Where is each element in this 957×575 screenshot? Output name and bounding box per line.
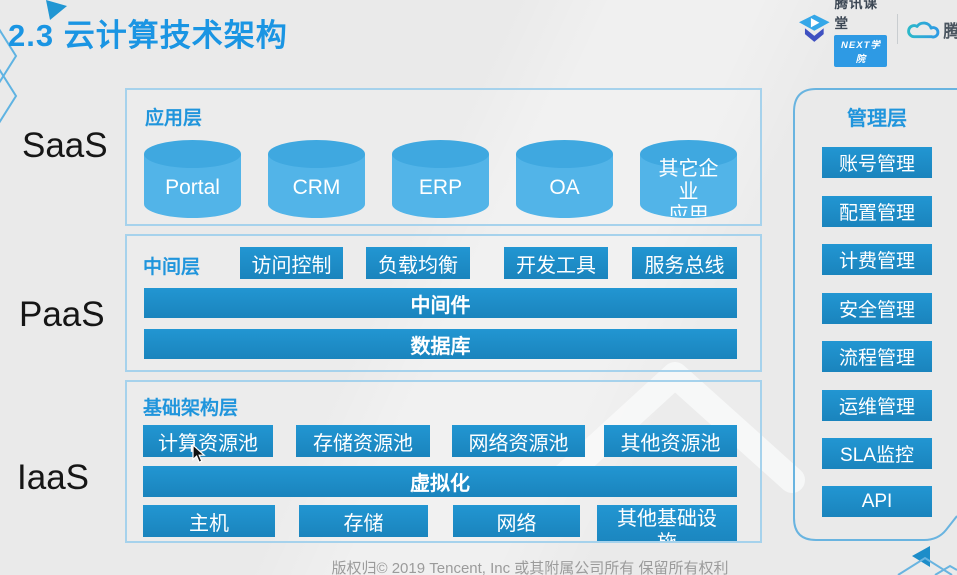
cylinder-erp: ERP (392, 140, 489, 218)
node-network: 网络 (453, 505, 580, 537)
cylinder-top (516, 140, 613, 168)
node-dev-tools: 开发工具 (504, 247, 608, 279)
node-service-bus: 服务总线 (632, 247, 737, 279)
partial-logo-text: 腾 (943, 21, 957, 41)
cylinder-top (640, 140, 737, 168)
cylinder-label: ERP (418, 175, 463, 199)
stack-label-paas: PaaS (19, 295, 105, 334)
infrastructure-layer-title: 基础架构层 (143, 398, 239, 419)
page-title: 2.3 云计算技术架构 (8, 18, 288, 53)
node-load-balancing: 负载均衡 (366, 247, 470, 279)
mgmt-configuration: 配置管理 (822, 196, 932, 227)
cylinder-crm: CRM (268, 140, 365, 218)
cylinder-top (144, 140, 241, 168)
mgmt-security: 安全管理 (822, 293, 932, 324)
application-layer-title: 应用层 (145, 108, 203, 129)
node-storage: 存储 (299, 505, 428, 537)
mgmt-account: 账号管理 (822, 147, 932, 178)
cylinder-oa: OA (516, 140, 613, 218)
node-other-infrastructure: 其他基础设施 (597, 505, 737, 547)
tencent-cloud-logo-icon (907, 21, 940, 39)
bar-middleware: 中间件 (144, 288, 737, 318)
stack-label-iaas: IaaS (17, 458, 89, 497)
node-other-pool: 其他资源池 (604, 425, 737, 457)
bar-virtualization: 虚拟化 (143, 466, 737, 497)
mgmt-operations: 运维管理 (822, 390, 932, 421)
header-logo-cluster: 腾讯课堂 NEXT学院 腾 (799, 0, 957, 67)
cylinder-label: Portal (165, 175, 220, 199)
node-network-pool: 网络资源池 (452, 425, 585, 457)
cylinder-label: 其它企业 应用 (658, 158, 719, 216)
brand-name: 腾讯课堂 (834, 0, 878, 31)
cylinder-portal: Portal (144, 140, 241, 218)
mgmt-billing: 计费管理 (822, 244, 932, 275)
bar-database: 数据库 (144, 329, 737, 359)
mgmt-process: 流程管理 (822, 341, 932, 372)
management-layer-title: 管理层 (847, 108, 907, 130)
copyright-text: 版权归© 2019 Tencent, Inc 或其附属公司所有 保留所有权利 (331, 560, 729, 575)
node-access-control: 访问控制 (240, 247, 343, 279)
node-host: 主机 (143, 505, 275, 537)
clip-mask (595, 543, 741, 551)
tencent-classroom-logo-icon (799, 14, 830, 42)
cylinder-label: OA (549, 175, 580, 199)
middle-layer-title: 中间层 (143, 257, 201, 278)
node-compute-pool: 计算资源池 (143, 425, 273, 457)
stack-label-saas: SaaS (22, 126, 108, 165)
mgmt-api: API (822, 486, 932, 517)
infrastructure-layer-bottom-border (125, 541, 762, 543)
brand-badge: NEXT学院 (834, 34, 888, 67)
cylinder-top (392, 140, 489, 168)
cylinder-other-enterprise-apps: 其它企业 应用 (640, 140, 737, 218)
cylinder-label: CRM (292, 175, 341, 199)
mgmt-sla-monitoring: SLA监控 (822, 438, 932, 469)
cylinder-top (268, 140, 365, 168)
logo-divider (897, 14, 899, 44)
node-storage-pool: 存储资源池 (296, 425, 430, 457)
